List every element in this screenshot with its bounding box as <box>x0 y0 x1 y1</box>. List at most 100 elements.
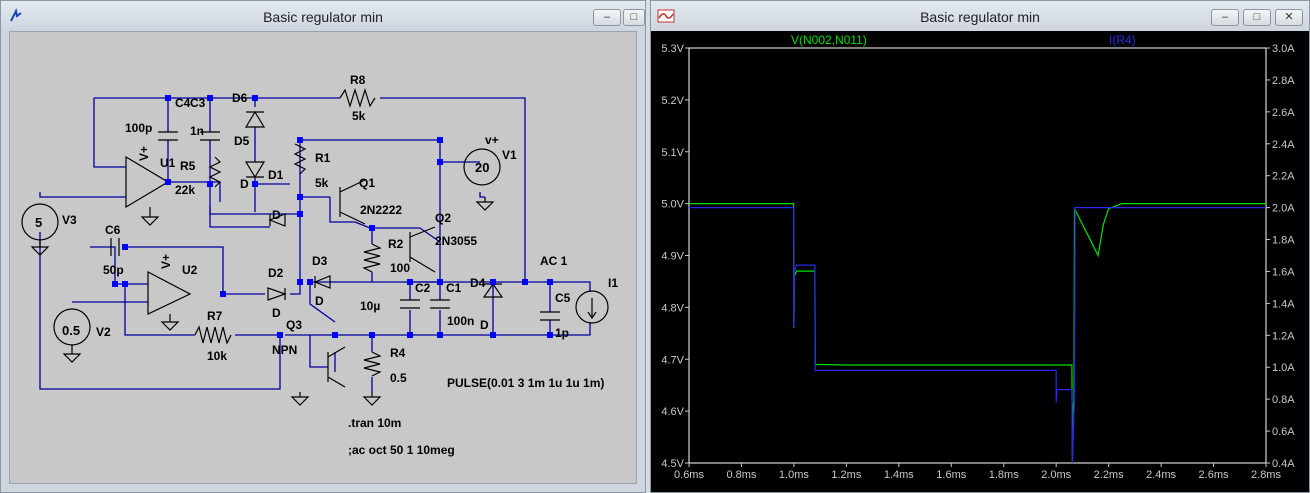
trace-name-voltage[interactable]: V(N002,N011) <box>791 33 867 47</box>
y-left-tick-label: 5.0V <box>661 199 684 211</box>
label-r8v: 5k <box>352 109 366 123</box>
label-pulse: PULSE(0.01 3 1m 1u 1u 1m) <box>447 376 604 390</box>
x-tick-label: 1.4ms <box>884 469 914 481</box>
label-vplus2: V+ <box>159 254 173 269</box>
junction-dot <box>437 332 443 338</box>
y-right-tick-label: 1.6A <box>1272 266 1295 278</box>
label-r5: R5 <box>180 159 196 173</box>
label-r4v: 0.5 <box>390 371 407 385</box>
junction-dot <box>165 95 171 101</box>
junction-dot <box>112 281 118 287</box>
label-c4: C4 <box>175 96 191 110</box>
label-c5v: 1p <box>555 326 569 340</box>
label-r7: R7 <box>207 309 223 323</box>
junction-dot <box>297 137 303 143</box>
restore-button[interactable]: □ <box>623 9 645 26</box>
schematic-app-icon <box>10 7 22 22</box>
components <box>21 87 609 406</box>
junction-dot <box>207 95 213 101</box>
label-c1v: 100n <box>447 314 474 328</box>
label-d2v: D <box>272 306 281 320</box>
junction-dot <box>547 332 553 338</box>
x-tick-label: 2.0ms <box>1041 469 1071 481</box>
y-left-tick-label: 4.7V <box>661 354 684 366</box>
minimize-button[interactable]: – <box>1211 9 1239 26</box>
label-i1: I1 <box>608 276 618 290</box>
label-r2v: 100 <box>390 261 410 275</box>
label-c4v: 100p <box>125 121 152 135</box>
junction-dot <box>490 279 496 285</box>
label-tran: .tran 10m <box>348 416 401 430</box>
y-left-tick-label: 5.3V <box>661 43 684 55</box>
schematic-window[interactable]: Basic regulator min – □ <box>0 0 646 493</box>
label-r1v: 5k <box>315 176 329 190</box>
y-right-tick-label: 1.8A <box>1272 235 1295 247</box>
label-d3: D3 <box>312 254 328 268</box>
waveform-titlebar[interactable]: Basic regulator min – □ ✕ <box>651 1 1309 31</box>
trace-name-current[interactable]: I(R4) <box>1109 33 1136 47</box>
label-c2v: 10µ <box>360 299 380 313</box>
trace-current[interactable] <box>689 207 1266 464</box>
label-r5v: 22k <box>175 183 195 197</box>
waveform-window-title: Basic regulator min <box>920 9 1040 25</box>
label-r1: R1 <box>315 151 331 165</box>
label-c3: C3 <box>190 96 206 110</box>
label-c6v: 50p <box>103 263 124 277</box>
junction-dot <box>252 181 258 187</box>
junction-dot <box>122 244 128 250</box>
junction-dot <box>522 279 528 285</box>
label-q1: Q1 <box>359 176 375 190</box>
junction-dot <box>437 159 443 165</box>
close-button[interactable]: ✕ <box>1275 9 1303 26</box>
y-left-tick-label: 4.9V <box>661 251 684 263</box>
junction-dot <box>277 332 283 338</box>
y-right-tick-label: 2.6A <box>1272 107 1295 119</box>
junction-dot <box>297 279 303 285</box>
y-right-tick-label: 1.2A <box>1272 330 1295 342</box>
label-d4: D4 <box>470 276 486 290</box>
label-r2: R2 <box>388 237 404 251</box>
x-tick-label: 0.6ms <box>674 469 704 481</box>
label-q2v: 2N3055 <box>435 234 477 248</box>
label-q3v: NPN <box>272 343 297 357</box>
y-right-tick-label: 1.0A <box>1272 362 1295 374</box>
label-d3v: D <box>315 294 324 308</box>
y-right-tick-label: 2.2A <box>1272 171 1295 183</box>
label-c6: C6 <box>105 223 121 237</box>
label-r8: R8 <box>350 73 366 87</box>
label-v1v: 20 <box>475 160 489 175</box>
label-d1: D1 <box>268 168 284 182</box>
x-tick-label: 1.8ms <box>989 469 1019 481</box>
junction-dot <box>490 332 496 338</box>
wires <box>39 97 591 392</box>
restore-button[interactable]: □ <box>1243 9 1271 26</box>
label-c1: C1 <box>446 281 462 295</box>
schematic-drawing[interactable]: R85kC4C3D6100p1nD5U1R522kDR15kD1DQ12N222… <box>10 32 638 485</box>
x-tick-label: 1.6ms <box>936 469 966 481</box>
junction-dot <box>369 332 375 338</box>
y-right-tick-label: 3.0A <box>1272 43 1295 55</box>
y-right-tick-label: 2.8A <box>1272 75 1295 87</box>
x-tick-label: 2.4ms <box>1146 469 1176 481</box>
minimize-button[interactable]: – <box>593 9 621 26</box>
junction-dot <box>165 179 171 185</box>
junction-dot <box>122 281 128 287</box>
label-c3v: 1n <box>190 124 204 138</box>
junction-dot <box>332 332 338 338</box>
y-left-tick-label: 5.1V <box>661 147 684 159</box>
y-left-tick-label: 4.6V <box>661 406 684 418</box>
y-left-tick-label: 4.5V <box>661 458 684 470</box>
label-r7v: 10k <box>207 349 227 363</box>
y-right-tick-label: 2.0A <box>1272 203 1295 215</box>
label-d6: D6 <box>232 91 248 105</box>
label-ac: AC 1 <box>540 254 568 268</box>
schematic-titlebar[interactable]: Basic regulator min – □ <box>1 1 645 31</box>
junction-dot <box>297 211 303 217</box>
label-v3: V3 <box>62 213 77 227</box>
trace-voltage[interactable] <box>689 203 1266 464</box>
